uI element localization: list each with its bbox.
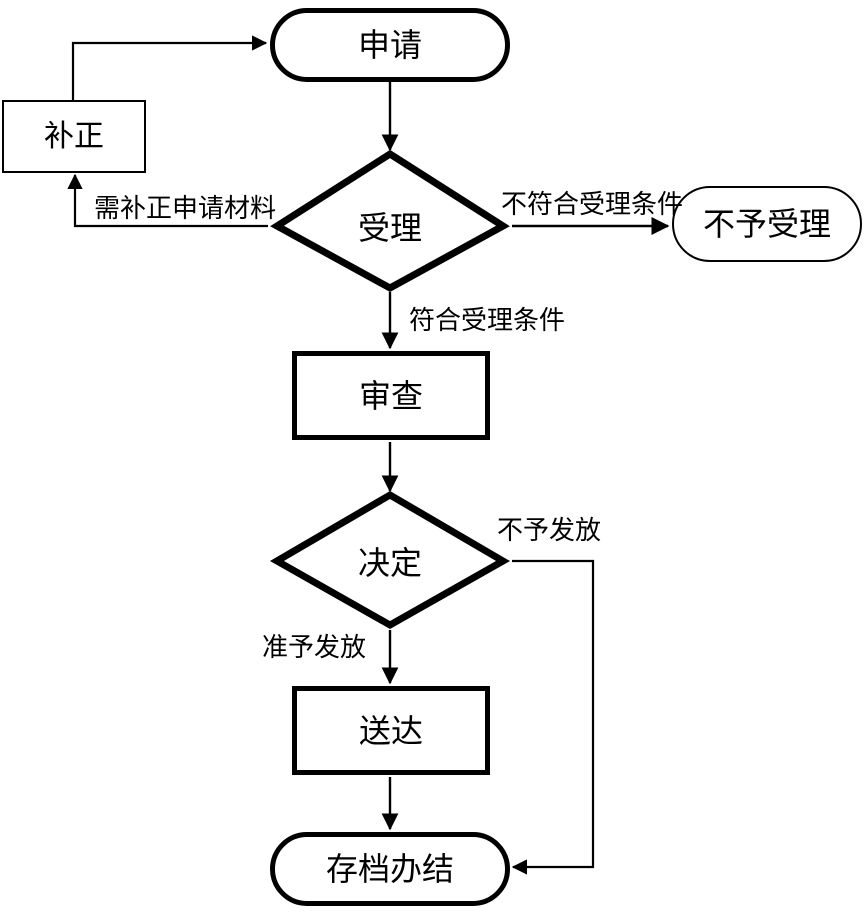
node-apply[interactable]: 申请	[270, 8, 510, 82]
node-amend-label: 补正	[44, 119, 104, 153]
node-archive[interactable]: 存档办结	[270, 832, 510, 906]
edge-label-granted: 准予发放	[262, 633, 367, 662]
node-reject[interactable]: 不予受理	[672, 186, 862, 262]
node-review[interactable]: 审查	[292, 351, 490, 440]
edge-decide-to-archive	[511, 559, 595, 875]
node-amend[interactable]: 补正	[2, 100, 146, 173]
edge-amend-to-apply	[71, 35, 268, 100]
node-decide[interactable]: 决定	[277, 531, 503, 591]
node-deliver[interactable]: 送达	[292, 686, 490, 775]
accept-diamond-shape	[270, 149, 510, 292]
node-accept-label: 受理	[357, 210, 422, 246]
node-review-label: 审查	[358, 377, 423, 414]
node-decide-label: 决定	[357, 545, 422, 581]
node-archive-label: 存档办结	[325, 851, 454, 887]
edge-label-not-granted: 不予发放	[497, 516, 602, 545]
node-reject-label: 不予受理	[702, 206, 831, 242]
decide-diamond-shape	[269, 490, 511, 630]
node-accept[interactable]: 受理	[277, 196, 503, 256]
edge-label-not-meet-conditions: 不符合受理条件	[501, 190, 684, 219]
node-apply-label: 申请	[357, 27, 422, 63]
node-deliver-label: 送达	[358, 712, 423, 749]
edge-label-meet-conditions: 符合受理条件	[409, 306, 566, 335]
edge-label-need-amend: 需补正申请材料	[94, 194, 277, 223]
